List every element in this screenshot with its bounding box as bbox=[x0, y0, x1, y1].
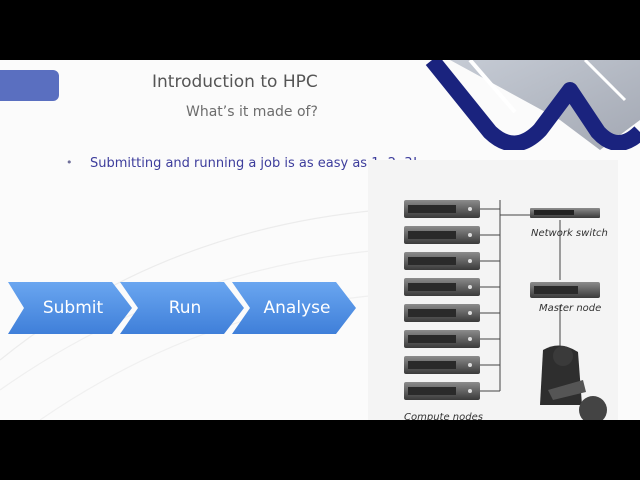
network-switch-device bbox=[530, 208, 600, 218]
letterbox-top bbox=[0, 0, 640, 60]
cluster-diagram-art bbox=[368, 160, 618, 420]
slide-subtitle: What’s it made of? bbox=[186, 104, 318, 120]
letterbox-bottom bbox=[0, 420, 640, 480]
master-node-device bbox=[530, 282, 600, 298]
flow-step-run: Run bbox=[130, 282, 240, 334]
slide-title: Introduction to HPC bbox=[152, 72, 318, 92]
logo-decoration bbox=[420, 60, 640, 150]
flow-step-analyse: Analyse bbox=[242, 282, 352, 334]
bullet-marker: • bbox=[66, 156, 73, 169]
cluster-diagram: Network switch Master node Compute nodes bbox=[368, 160, 618, 420]
process-flow: Submit Run Analyse bbox=[8, 282, 358, 334]
master-node-label: Master node bbox=[539, 303, 601, 314]
presentation-slide: Introduction to HPC What’s it made of? •… bbox=[0, 60, 640, 420]
title-accent-bar bbox=[0, 70, 59, 101]
compute-nodes-label: Compute nodes bbox=[404, 412, 483, 420]
network-switch-label: Network switch bbox=[531, 228, 608, 239]
flow-step-submit: Submit bbox=[18, 282, 128, 334]
